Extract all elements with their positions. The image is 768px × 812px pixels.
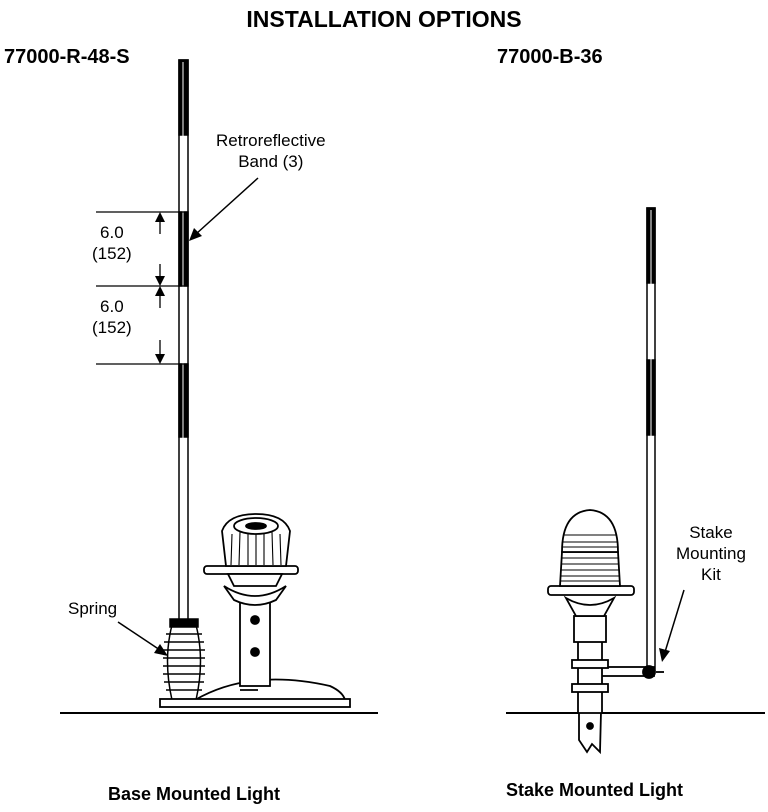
dimension-upper-mm: (152) xyxy=(92,244,132,263)
dimension-upper-inches: 6.0 xyxy=(100,223,124,242)
page-title: INSTALLATION OPTIONS xyxy=(246,6,522,32)
base-light-fixture xyxy=(203,513,299,687)
dimension-label-upper: 6.0 (152) xyxy=(92,222,132,264)
left-marker-pole xyxy=(178,59,189,621)
left-model-number: 77000-R-48-S xyxy=(4,46,130,68)
retroreflective-band-label: Retroreflective Band (3) xyxy=(216,130,326,172)
dimension-lines xyxy=(96,211,188,365)
right-marker-pole xyxy=(646,207,656,671)
kit-label-line-3: Kit xyxy=(701,565,721,584)
kit-label-line-1: Stake xyxy=(689,523,733,542)
base-plate xyxy=(159,678,351,708)
band-leader-arrow xyxy=(189,177,259,241)
dimension-lower-inches: 6.0 xyxy=(100,297,124,316)
band-label-line-2: Band (3) xyxy=(238,152,304,171)
stake-light-fixture xyxy=(547,509,635,755)
spring-leader-arrow xyxy=(117,621,168,656)
kit-leader-arrow xyxy=(659,589,685,662)
base-mounted-caption: Base Mounted Light xyxy=(108,784,280,804)
band-label-line-1: Retroreflective xyxy=(216,131,326,150)
spring xyxy=(163,618,205,701)
stake-mounting-kit-label: Stake Mounting Kit xyxy=(676,522,746,585)
dimension-lower-mm: (152) xyxy=(92,318,132,337)
dimension-label-lower: 6.0 (152) xyxy=(92,296,132,338)
stake-mounted-caption: Stake Mounted Light xyxy=(506,780,683,800)
right-model-number: 77000-B-36 xyxy=(497,46,603,68)
spring-label: Spring xyxy=(68,599,118,618)
kit-label-line-2: Mounting xyxy=(676,544,746,563)
